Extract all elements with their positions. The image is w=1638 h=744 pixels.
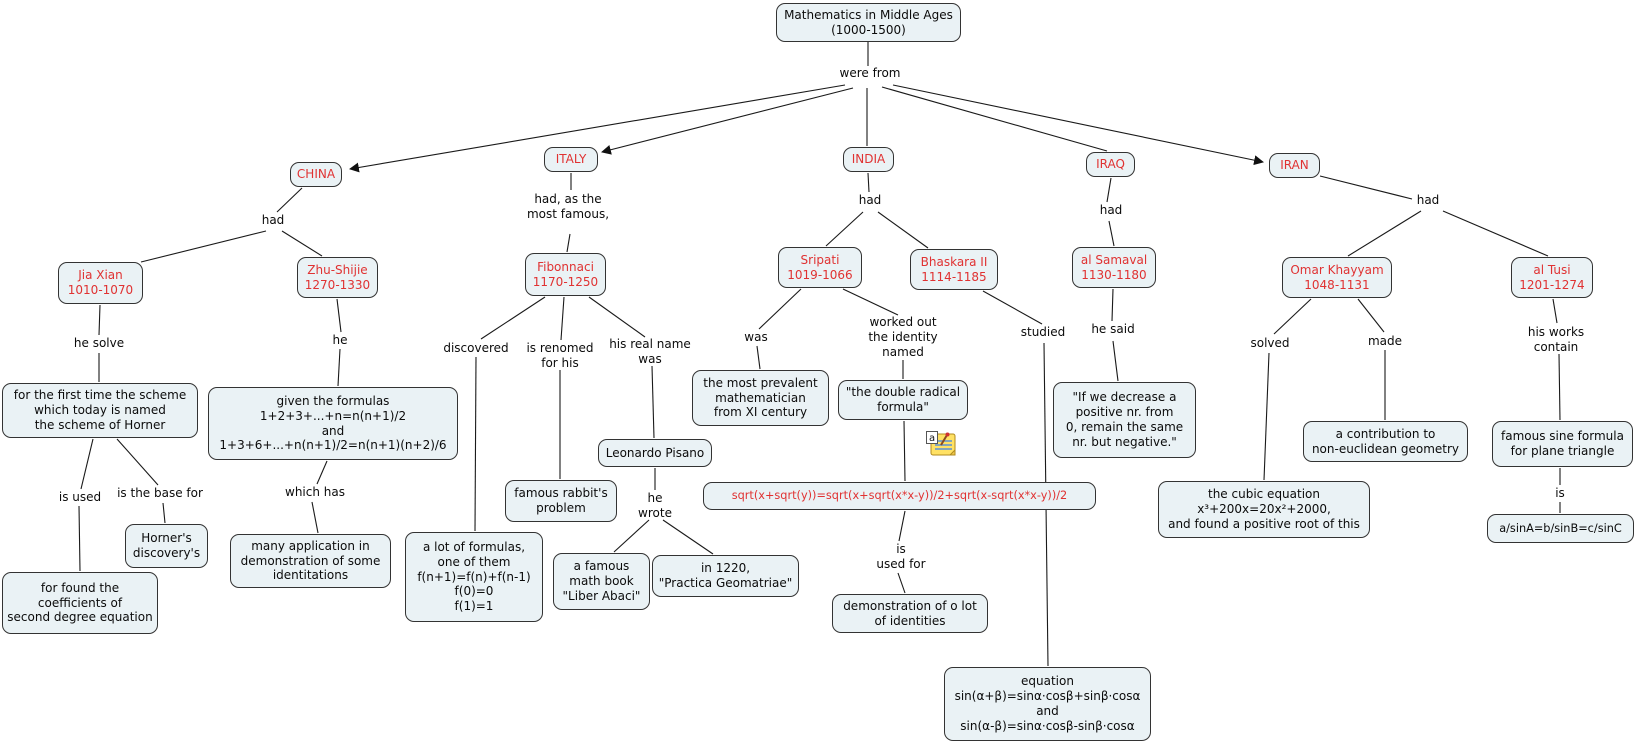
link-is-used-for[interactable]: is used for <box>876 542 926 571</box>
link-is-renomed[interactable]: is renomed for his <box>526 341 594 370</box>
node-horners-discovery[interactable]: Horner's discovery's <box>125 524 208 568</box>
link-discovered[interactable]: discovered <box>443 341 509 355</box>
link-italy-had[interactable]: had, as the most famous, <box>526 192 610 221</box>
link-was[interactable]: was <box>744 330 768 344</box>
link-is[interactable]: is <box>1555 486 1565 500</box>
node-omar-khayyam[interactable]: Omar Khayyam 1048-1131 <box>1282 257 1392 298</box>
node-sripati[interactable]: Sripati 1019-1066 <box>778 247 862 288</box>
node-prevalent[interactable]: the most prevalent mathematician from XI… <box>692 370 829 426</box>
link-zhu-he[interactable]: he <box>332 333 348 347</box>
node-sin-equation[interactable]: equation sin(α+β)=sinα·cosβ+sinβ·cosα an… <box>944 667 1151 741</box>
node-rabbit-problem[interactable]: famous rabbit's problem <box>505 480 617 522</box>
node-jia-xian[interactable]: Jia Xian 1010-1070 <box>58 262 143 304</box>
link-were-from[interactable]: were from <box>839 66 901 80</box>
node-title[interactable]: Mathematics in Middle Ages (1000-1500) <box>776 3 961 42</box>
link-worked-out[interactable]: worked out the identity named <box>868 315 938 359</box>
link-iran-had[interactable]: had <box>1416 193 1440 207</box>
node-decrease-positive[interactable]: "If we decrease a positive nr. from 0, r… <box>1053 382 1196 458</box>
node-china[interactable]: CHINA <box>290 162 342 187</box>
link-he-said[interactable]: he said <box>1091 322 1135 336</box>
link-is-used[interactable]: is used <box>58 490 102 504</box>
node-al-samaval[interactable]: al Samaval 1130-1180 <box>1072 247 1156 288</box>
node-second-degree[interactable]: for found the coefficients of second deg… <box>2 572 158 634</box>
node-iraq[interactable]: IRAQ <box>1086 152 1135 177</box>
link-is-base-for[interactable]: is the base for <box>117 486 203 500</box>
link-china-had[interactable]: had <box>261 213 285 227</box>
link-which-has[interactable]: which has <box>285 485 345 499</box>
link-studied[interactable]: studied <box>1020 325 1066 339</box>
node-liber-abaci[interactable]: a famous math book "Liber Abaci" <box>553 553 650 610</box>
node-many-application[interactable]: many application in demonstration of som… <box>230 534 391 588</box>
node-lot-of-formulas[interactable]: a lot of formulas, one of them f(n+1)=f(… <box>405 532 543 622</box>
link-works-contain[interactable]: his works contain <box>1527 325 1585 354</box>
link-real-name[interactable]: his real name was <box>609 337 691 366</box>
annotation-note-icon[interactable]: a <box>926 431 956 457</box>
node-practica[interactable]: in 1220, "Practica Geomatriae" <box>652 555 799 597</box>
link-solved[interactable]: solved <box>1250 336 1290 350</box>
node-leonardo-pisano[interactable]: Leonardo Pisano <box>598 439 712 467</box>
node-sine-rule[interactable]: a/sinA=b/sinB=c/sinC <box>1487 514 1634 543</box>
node-horner-scheme[interactable]: for the first time the scheme which toda… <box>2 383 198 438</box>
node-bhaskara[interactable]: Bhaskara II 1114-1185 <box>910 249 998 290</box>
node-double-radical[interactable]: "the double radical formula" <box>838 380 968 420</box>
node-al-tusi[interactable]: al Tusi 1201-1274 <box>1511 257 1593 298</box>
node-demonstration-identities[interactable]: demonstration of o lot of identities <box>832 594 988 633</box>
note-icon-letter: a <box>929 433 935 444</box>
link-he-wrote[interactable]: he wrote <box>638 491 672 520</box>
node-italy[interactable]: ITALY <box>544 147 598 172</box>
node-india[interactable]: INDIA <box>843 147 894 172</box>
node-non-euclidean[interactable]: a contribution to non-euclidean geometry <box>1303 421 1468 462</box>
link-made[interactable]: made <box>1367 334 1403 348</box>
node-sqrt-formula[interactable]: sqrt(x+sqrt(y))=sqrt(x+sqrt(x*x-y))/2+sq… <box>703 482 1096 510</box>
link-he-solve[interactable]: he solve <box>73 336 125 350</box>
connectors <box>78 42 1561 667</box>
node-zhu-shijie[interactable]: Zhu-Shijie 1270-1330 <box>297 257 378 298</box>
node-fibonnaci[interactable]: Fibonnaci 1170-1250 <box>525 253 606 296</box>
node-cubic-equation[interactable]: the cubic equation x³+200x=20x²+2000, an… <box>1158 481 1370 538</box>
node-sine-formula[interactable]: famous sine formula for plane triangle <box>1492 421 1633 467</box>
node-iran[interactable]: IRAN <box>1269 153 1320 178</box>
link-iraq-had[interactable]: had <box>1099 203 1123 217</box>
link-india-had[interactable]: had <box>858 193 882 207</box>
node-zhu-formulas[interactable]: given the formulas 1+2+3+...+n=n(n+1)/2 … <box>208 387 458 460</box>
